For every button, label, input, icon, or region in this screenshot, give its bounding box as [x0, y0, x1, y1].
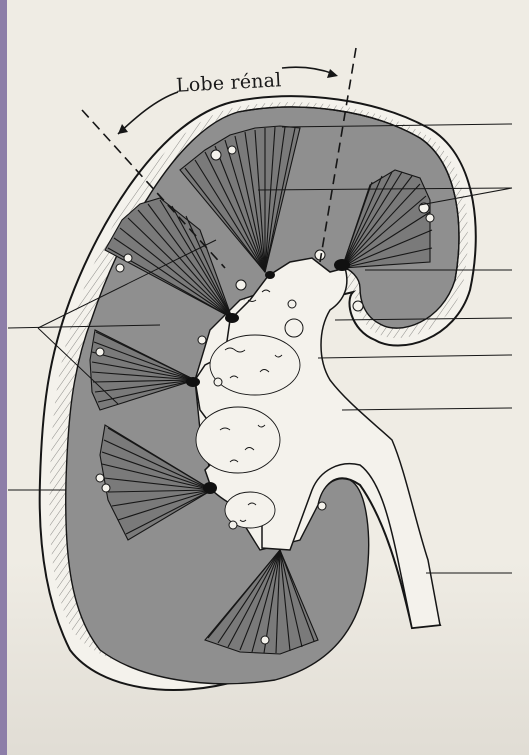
arrow-head-right-icon: [327, 69, 338, 78]
lobe-arrow-right: [282, 67, 334, 74]
lobe-arrow: [118, 92, 178, 134]
